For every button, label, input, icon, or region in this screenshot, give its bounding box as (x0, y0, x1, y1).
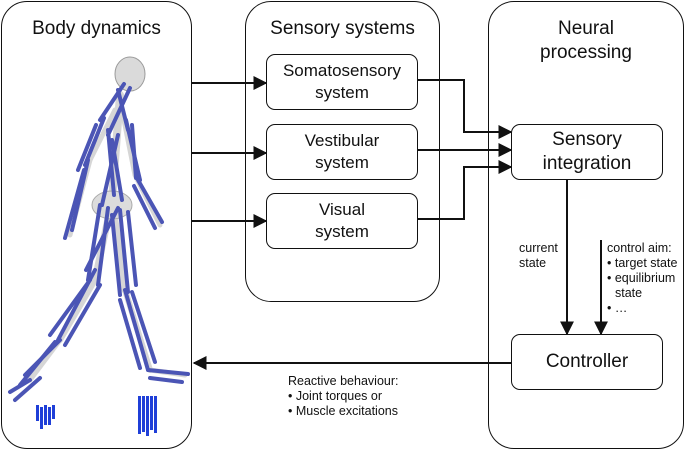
control-aim-label: control aim: target state equilibrium st… (607, 241, 683, 316)
visual-line1: Visual (319, 200, 365, 219)
visual-line2: system (315, 222, 369, 241)
reactive-item: Muscle excitations (288, 404, 398, 419)
current-state-line1: current (519, 241, 558, 255)
somatosensory-line2: system (315, 83, 369, 102)
visual-system-box: Visual system (266, 193, 418, 249)
vestibular-line1: Vestibular (304, 131, 380, 150)
reactive-item: Joint torques or (288, 389, 398, 404)
current-state-line2: state (519, 256, 547, 270)
force-plate-bars (36, 396, 157, 436)
control-aim-heading: control aim: (607, 241, 672, 255)
controller-box: Controller (511, 334, 663, 390)
control-aim-item: equilibrium state (607, 271, 683, 301)
control-aim-item: … (607, 301, 683, 316)
sensory-systems-title: Sensory systems (270, 18, 415, 39)
musculoskeletal-figure (8, 56, 190, 436)
reactive-heading: Reactive behaviour: (288, 374, 399, 388)
integration-line2: integration (542, 153, 632, 174)
somatosensory-line1: Somatosensory (282, 61, 402, 80)
neural-processing-title-line1: Neural (558, 18, 614, 39)
reactive-behaviour-label: Reactive behaviour: Joint torques or Mus… (288, 374, 398, 419)
arrow-somatosensory-to-integration (418, 79, 513, 139)
vestibular-line2: system (315, 153, 369, 172)
controller-label: Controller (545, 351, 629, 372)
vestibular-system-box: Vestibular system (266, 124, 418, 180)
somatosensory-system-box: Somatosensory system (266, 54, 418, 110)
body-dynamics-title: Body dynamics (32, 18, 161, 39)
integration-line1: Sensory (552, 129, 622, 150)
current-state-label: current state (519, 241, 558, 271)
sensory-integration-box: Sensory integration (511, 124, 663, 180)
control-aim-item: target state (607, 256, 683, 271)
neural-processing-title-line2: processing (540, 42, 632, 63)
arrow-visual-to-integration (418, 160, 513, 220)
